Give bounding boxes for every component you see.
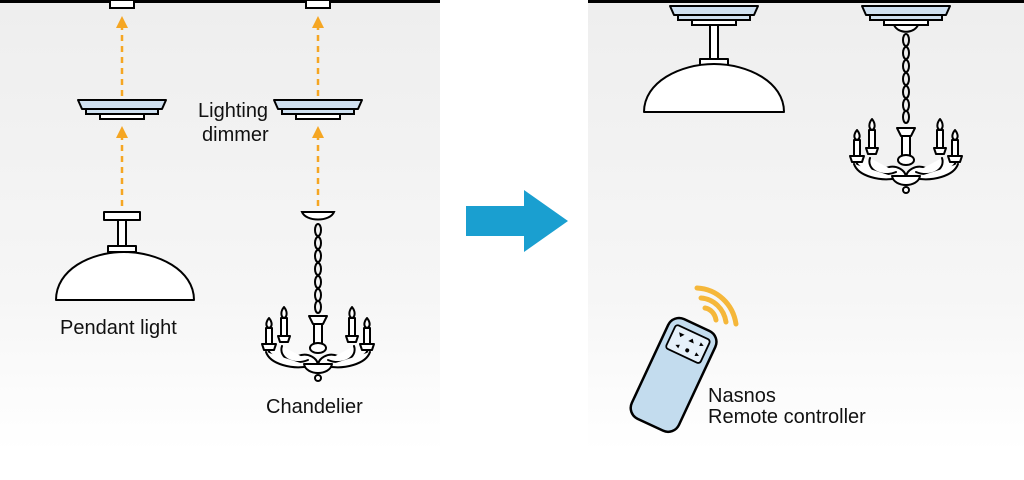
- arrow-head: [116, 16, 128, 28]
- ceiling-line: [0, 0, 440, 3]
- after-diagram: [629, 5, 963, 434]
- dimmer-icon: [77, 99, 167, 120]
- wireless-signal-icon: [694, 285, 739, 327]
- dimmer-label-line1: Lighting: [198, 100, 269, 122]
- dimmer-icon: [861, 5, 951, 26]
- after-panel: Nasnos Remote controller: [588, 0, 1024, 452]
- chandelier-icon: [261, 211, 375, 382]
- remote-controller-icon: [629, 316, 718, 434]
- arrow-head: [116, 126, 128, 138]
- remote-label-line2: Remote controller: [708, 406, 866, 428]
- remote-label-line1: Nasnos: [708, 385, 776, 407]
- chandelier-icon: [849, 24, 963, 194]
- pendant-light-icon: [55, 211, 195, 301]
- ceiling-line: [588, 0, 1024, 3]
- arrow-head: [312, 126, 324, 138]
- dashed-arrows: [120, 26, 320, 206]
- ceiling-mount: [109, 0, 135, 9]
- chandelier-label: Chandelier: [266, 396, 363, 418]
- before-panel: Lighting dimmer Pendant light Chandelier: [0, 0, 440, 452]
- arrow-head: [312, 16, 324, 28]
- dimmer-label-line2: dimmer: [202, 124, 269, 146]
- before-diagram: [55, 0, 375, 382]
- right-arrow-icon: [466, 190, 568, 252]
- pendant-light-icon: [643, 24, 785, 113]
- dimmer-icon: [669, 5, 759, 26]
- dimmer-icon: [273, 99, 363, 120]
- pendant-label: Pendant light: [60, 317, 177, 339]
- ceiling-mount: [305, 0, 331, 9]
